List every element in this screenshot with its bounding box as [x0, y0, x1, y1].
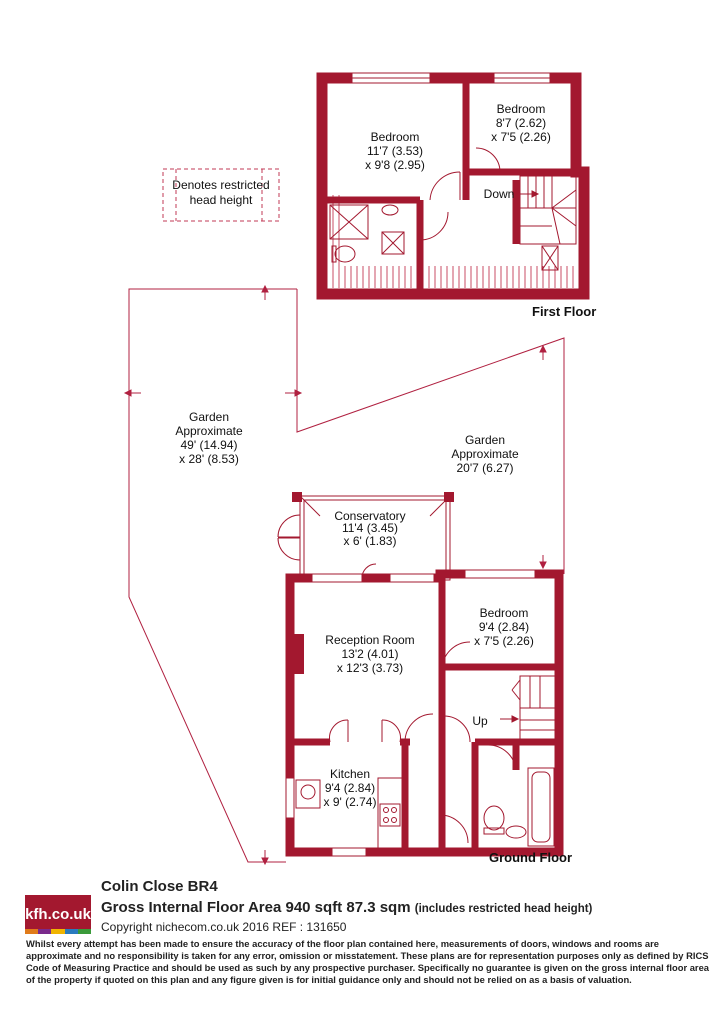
floor-area-main: Gross Internal Floor Area 940 sqft 87.3 …: [101, 899, 411, 916]
garden-left-name: Garden: [189, 410, 229, 424]
garden-outline: [123, 284, 565, 866]
property-address: Colin Close BR4: [101, 878, 218, 895]
logo-color-stripes: [25, 929, 92, 934]
legend-line2: head height: [190, 193, 253, 207]
gf-bedroom-name: Bedroom: [480, 606, 529, 620]
conservatory-dim2: x 6' (1.83): [344, 534, 397, 548]
ground-floor: Conservatory 11'4 (3.45) x 6' (1.83) Rec…: [277, 492, 572, 865]
logo-text: kfh.co.uk: [25, 905, 91, 923]
garden-left-line2: Approximate: [175, 424, 243, 438]
garden-right-line2: Approximate: [451, 447, 519, 461]
gf-bedroom-dim1: 9'4 (2.84): [479, 620, 529, 634]
ff-stairs-label: Down: [484, 187, 515, 201]
ff-bedroom-large-dim1: 11'7 (3.53): [367, 144, 423, 158]
garden-right-dim1: 20'7 (6.27): [457, 461, 514, 475]
reception-dim1: 13'2 (4.01): [342, 647, 399, 661]
ff-bedroom-small-name: Bedroom: [497, 102, 546, 116]
gf-stairs-label: Up: [472, 714, 488, 728]
first-floor: Bedroom 11'7 (3.53) x 9'8 (2.95) Bedroom…: [316, 72, 596, 319]
kitchen-dim2: x 9' (2.74): [324, 795, 377, 809]
garden-left-dim1: 49' (14.94): [181, 438, 238, 452]
reception-dim2: x 12'3 (3.73): [337, 661, 403, 675]
ff-bedroom-large-dim2: x 9'8 (2.95): [365, 158, 425, 172]
floor-area-note: (includes restricted head height): [414, 903, 593, 915]
restricted-height-legend: Denotes restricted head height: [162, 168, 280, 222]
logo-stripe-0: [25, 929, 39, 934]
logo-stripe-3: [64, 929, 78, 934]
disclaimer-text: Whilst every attempt has been made to en…: [26, 938, 710, 985]
logo-stripe-1: [38, 929, 52, 934]
ff-bedroom-small-dim2: x 7'5 (2.26): [491, 130, 551, 144]
ground-floor-label: Ground Floor: [489, 850, 572, 865]
reception-name: Reception Room: [325, 633, 414, 647]
conservatory-dim1: 11'4 (3.45): [342, 521, 398, 535]
garden-right-name: Garden: [465, 433, 505, 447]
ff-bedroom-large-name: Bedroom: [371, 130, 420, 144]
logo-stripe-2: [51, 929, 65, 934]
kfh-logo: kfh.co.uk: [25, 895, 91, 933]
kitchen-name: Kitchen: [330, 767, 370, 781]
garden-left-dim2: x 28' (8.53): [179, 452, 239, 466]
ff-bedroom-small-dim1: 8'7 (2.62): [496, 116, 546, 130]
conservatory-name: Conservatory: [334, 509, 405, 523]
copyright-line: Copyright nichecom.co.uk 2016 REF : 1316…: [101, 920, 347, 934]
gf-bedroom-dim2: x 7'5 (2.26): [474, 634, 534, 648]
floor-plan-drawing: Denotes restricted head height: [123, 72, 596, 866]
legend-line1: Denotes restricted: [172, 178, 269, 192]
floor-area-line: Gross Internal Floor Area 940 sqft 87.3 …: [101, 899, 592, 916]
kitchen-dim1: 9'4 (2.84): [325, 781, 375, 795]
logo-stripe-4: [77, 929, 92, 934]
first-floor-label: First Floor: [532, 304, 596, 319]
